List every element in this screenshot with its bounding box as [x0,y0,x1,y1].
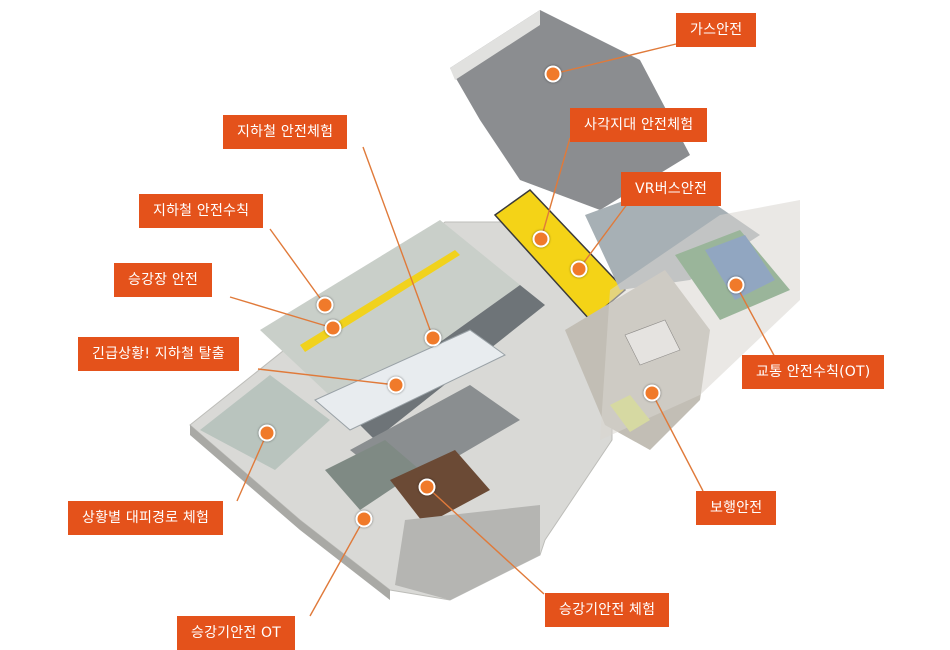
label-pedestrian[interactable]: 보행안전 [696,491,777,525]
marker-vrbus[interactable] [570,260,588,278]
leader-line-evac-route [236,432,268,502]
label-traffic-ot[interactable]: 교통 안전수칙(OT) [742,355,885,389]
elevator-ot-room [325,440,420,510]
label-subway-rules[interactable]: 지하철 안전수칙 [139,194,264,228]
elevator-exp-room [390,450,490,525]
stair-area [395,505,540,600]
label-evac-route[interactable]: 상황별 대피경로 체험 [68,501,224,535]
marker-platform[interactable] [324,319,342,337]
evac-corridor [200,375,330,470]
label-vrbus[interactable]: VR버스안전 [621,172,722,206]
marker-evac-route[interactable] [258,424,276,442]
leader-line-platform [229,296,334,329]
gas-room-wall [450,10,540,80]
right-wing-slab [600,200,800,440]
leader-line-subway-exp [362,146,434,339]
subway-train [314,329,506,431]
label-blindspot[interactable]: 사각지대 안전체험 [570,108,708,142]
subway-platform-area [260,220,520,410]
leader-line-blindspot [540,137,571,240]
marker-blindspot[interactable] [532,230,550,248]
leader-line-gas [552,43,677,75]
label-subway-exp[interactable]: 지하철 안전체험 [223,115,348,149]
label-platform[interactable]: 승강장 안전 [114,263,213,297]
leader-line-pedestrian [651,392,704,492]
marker-gas[interactable] [544,65,562,83]
leader-lines [229,43,784,617]
leader-line-elevator-ot [309,518,365,617]
label-emergency[interactable]: 긴급상황! 지하철 탈출 [78,337,239,371]
marker-elevator-ot[interactable] [355,510,373,528]
marker-elevator-exp[interactable] [418,478,436,496]
leader-line-emergency [257,368,397,386]
leader-line-elevator-exp [426,486,545,595]
leader-line-subway-rules [269,228,326,306]
marker-pedestrian[interactable] [643,384,661,402]
label-elevator-ot[interactable]: 승강기안전 OT [177,616,296,650]
marker-subway-exp[interactable] [424,329,442,347]
marker-traffic-ot[interactable] [727,276,745,294]
main-floor-side [190,425,390,600]
marker-subway-rules[interactable] [316,296,334,314]
leader-line-vrbus [578,202,629,270]
label-gas[interactable]: 가스안전 [676,13,757,47]
label-elevator-exp[interactable]: 승강기안전 체험 [545,593,670,627]
marker-emergency[interactable] [387,376,405,394]
car [610,395,650,432]
